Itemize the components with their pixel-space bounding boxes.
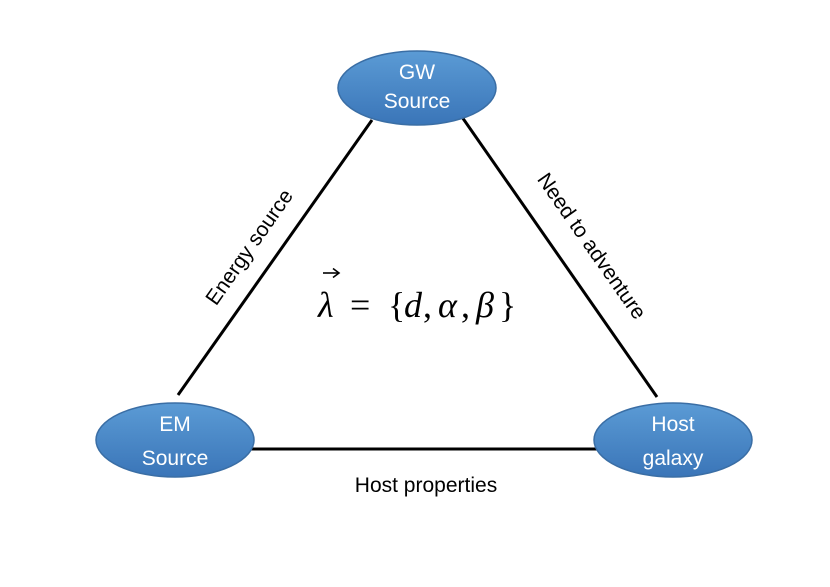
formula-comma-2: , [461,285,470,325]
edge-gw-host [460,116,659,398]
node-em-source: EM Source [95,402,255,478]
node-host-galaxy: Host galaxy [593,402,753,478]
node-host-label-line1: Host [651,413,694,436]
node-host-label-line2: galaxy [643,447,704,470]
svg-text:λ = { d: λ = { d , α , β } [317,285,516,325]
formula-close-brace: } [499,285,516,325]
edge-label-host-properties: Host properties [355,474,497,497]
formula-alpha: α [438,285,458,325]
formula-lambda: λ [317,285,334,325]
node-em-label-line1: EM [159,413,191,436]
formula-d: d [404,285,423,325]
vector-arrow-icon [323,267,341,279]
node-gw-label-line2: Source [384,90,451,113]
formula-comma-1: , [423,285,432,325]
parameter-formula: λ = { d , α , β } [317,267,516,325]
formula-open-brace: { [388,285,405,325]
node-gw-label-line1: GW [399,61,435,84]
node-em-label-line2: Source [142,447,209,470]
node-gw-source: GW Source [337,50,497,126]
edge-gw-em [176,119,374,396]
formula-beta: β [475,285,494,325]
formula-equals: = [350,285,370,325]
